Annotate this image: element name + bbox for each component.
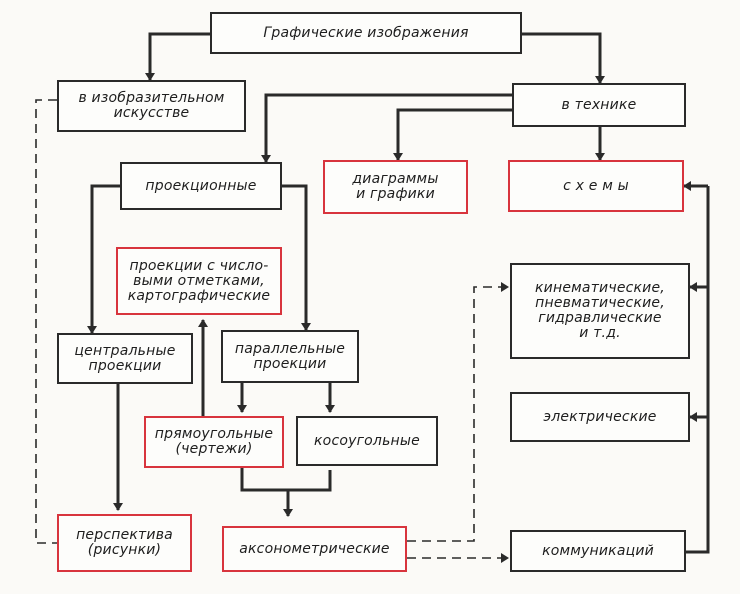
node-in-technology: в технике xyxy=(512,83,686,127)
connector-art-perspective-dashed xyxy=(35,99,57,544)
node-communications-label: коммуникаций xyxy=(542,542,654,559)
node-graphic-images-label: Графические изображения xyxy=(263,24,469,41)
node-electric: электрические xyxy=(510,392,690,442)
connector-root-art xyxy=(145,32,210,81)
node-parallel-projections-label: параллельные проекции xyxy=(234,340,346,372)
node-diagrams-and-graphs: диаграммы и графики xyxy=(323,160,468,214)
connector-merge-axonometric xyxy=(240,468,332,516)
node-central-projections-label: центральные проекции xyxy=(74,342,176,374)
node-in-technology-label: в технике xyxy=(561,96,637,113)
node-schemes-label: с х е м ы xyxy=(563,177,629,194)
node-projection-label: проекционные xyxy=(145,177,257,194)
node-kinematic-label: кинематические, пневматические, гидравли… xyxy=(535,280,665,341)
connector-projection-parallel xyxy=(282,184,311,331)
connector-projection-central xyxy=(87,184,120,334)
node-kinematic: кинематические, пневматические, гидравли… xyxy=(510,263,690,359)
node-numbered-projections-label: проекции с число- выми отметками, картог… xyxy=(127,257,271,304)
node-communications: коммуникаций xyxy=(510,530,686,572)
node-diagrams-and-graphs-label: диаграммы и графики xyxy=(352,171,439,202)
node-axonometric: аксонометрические xyxy=(222,526,407,572)
node-perspective-drawings-label: перспектива (рисунки) xyxy=(76,527,173,558)
node-rectangular-drawings-label: прямоугольные (чертежи) xyxy=(154,426,274,457)
node-central-projections: центральные проекции xyxy=(57,333,193,384)
node-electric-label: электрические xyxy=(543,408,657,425)
node-projection: проекционные xyxy=(120,162,282,210)
connector-tech-diagrams xyxy=(393,108,512,161)
node-schemes: с х е м ы xyxy=(508,160,684,212)
connector-axonometric-kinematic-dashed xyxy=(407,282,509,542)
connector-root-tech xyxy=(522,32,605,84)
node-rectangular-drawings: прямоугольные (чертежи) xyxy=(144,416,284,468)
node-in-fine-art: в изобразительном искусстве xyxy=(57,80,246,132)
node-oblique-label: косоугольные xyxy=(314,432,420,449)
node-parallel-projections: параллельные проекции xyxy=(221,330,359,383)
connector-tech-projection xyxy=(261,93,512,163)
node-oblique: косоугольные xyxy=(296,416,438,466)
node-in-fine-art-label: в изобразительном искусстве xyxy=(78,90,225,121)
node-numbered-projections: проекции с число- выми отметками, картог… xyxy=(116,247,282,315)
node-graphic-images: Графические изображения xyxy=(210,12,522,54)
node-perspective-drawings: перспектива (рисунки) xyxy=(57,514,192,572)
node-axonometric-label: аксонометрические xyxy=(239,540,390,557)
connector-schemes-bus xyxy=(686,186,710,554)
